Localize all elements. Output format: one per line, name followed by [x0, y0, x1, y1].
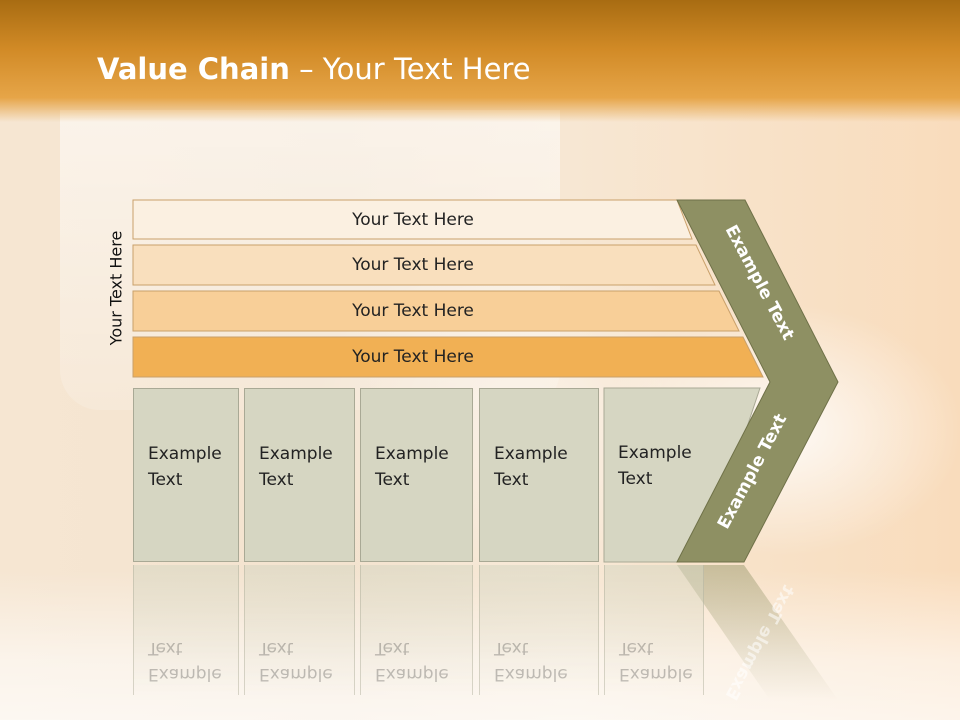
band-1-label: Your Text Here	[352, 209, 474, 230]
band-1: Your Text Here	[133, 200, 693, 239]
box-5-reflection-line1: Example	[619, 664, 693, 684]
box-1-reflection-text: Example Text	[148, 635, 222, 687]
box-4-line1: Example	[494, 444, 568, 464]
box-5-reflection-line2: Text	[619, 638, 654, 658]
box-2-reflection-text: Example Text	[259, 635, 333, 687]
box-5-line1: Example	[618, 443, 692, 463]
box-1-reflection-line2: Text	[148, 638, 183, 658]
box-1-reflection-line1: Example	[148, 664, 222, 684]
box-4-reflection-line1: Example	[494, 664, 568, 684]
slide-title: Value Chain – Your Text Here	[97, 52, 531, 86]
box-4-reflection-line2: Text	[494, 638, 529, 658]
box-2-reflection-line2: Text	[259, 638, 294, 658]
band-3-label: Your Text Here	[352, 301, 474, 321]
band-2: Your Text Here	[133, 245, 693, 285]
title-rest: – Your Text Here	[289, 52, 531, 86]
box-4-reflection: Example Text	[479, 565, 599, 695]
band-3-shape	[132, 290, 740, 332]
box-1-line1: Example	[148, 444, 222, 464]
box-3-reflection-text: Example Text	[375, 635, 449, 687]
band-1-shape	[132, 199, 693, 240]
box-3-reflection: Example Text	[360, 565, 473, 695]
box-5-reflection: Example Text	[604, 565, 704, 695]
band-2-label: Your Text Here	[352, 255, 474, 275]
band-3: Your Text Here	[133, 291, 693, 331]
box-2-reflection-line1: Example	[259, 664, 333, 684]
band-4-shape	[132, 336, 764, 378]
band-2-shape	[132, 244, 716, 286]
chevron-reflection	[677, 565, 838, 700]
band-4-label: Your Text Here	[352, 347, 474, 367]
box-3-line2: Text	[375, 470, 410, 490]
box-5-reflection-text: Example Text	[619, 635, 693, 687]
box-3-reflection-line2: Text	[375, 638, 410, 658]
box-3-reflection-line1: Example	[375, 664, 449, 684]
box-4-line2: Text	[494, 470, 529, 490]
box-2-line1: Example	[259, 444, 333, 464]
box-2-reflection: Example Text	[244, 565, 355, 695]
box-1-line2: Text	[148, 470, 183, 490]
chevron-shape	[676, 199, 839, 563]
title-bold: Value Chain	[97, 52, 290, 86]
box-3-line1: Example	[375, 444, 449, 464]
box-5-line2: Text	[618, 469, 653, 489]
band-4: Your Text Here	[133, 337, 693, 377]
box-2-line2: Text	[259, 470, 294, 490]
box-1-reflection: Example Text	[133, 565, 239, 695]
title-bar	[0, 0, 960, 122]
box-4-reflection-text: Example Text	[494, 635, 568, 687]
